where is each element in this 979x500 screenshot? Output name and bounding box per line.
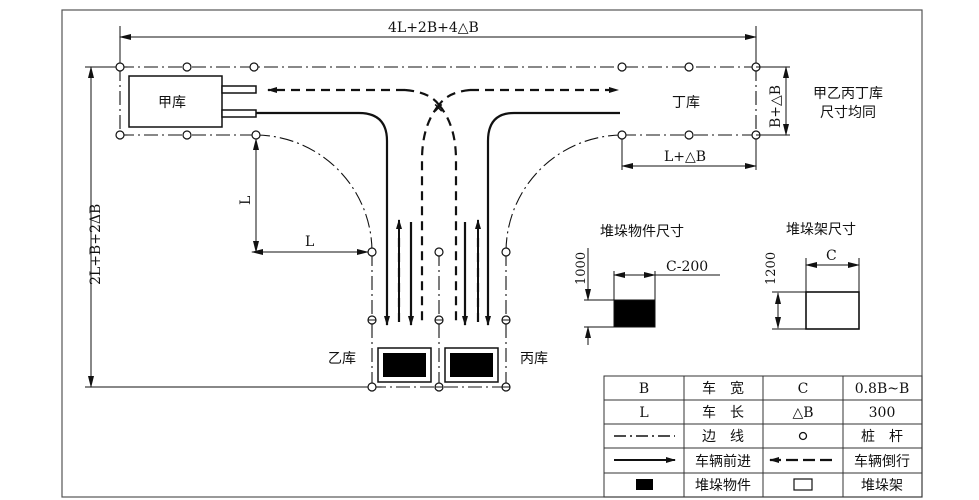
reverse-paths [267, 87, 619, 322]
overall-width-label: 4L+2B+4△B [388, 20, 479, 36]
legend-r2-meaning: 车 长 [702, 404, 744, 421]
curve-horizontal-label: L [305, 234, 314, 250]
overall-height-dimension [85, 66, 372, 388]
bay-depth-label: B+△B [768, 85, 784, 128]
legend-r1-meaning: 车 宽 [702, 380, 744, 397]
overall-width-dimension [119, 26, 757, 68]
legend-r2-symbol: L [639, 405, 648, 421]
overall-height-label: 2L+B+2ΔB [88, 204, 104, 285]
detail-item-width: C-200 [666, 259, 708, 275]
path-crossing-mark: × [433, 101, 444, 116]
garage-yi-label: 乙库 [328, 351, 356, 367]
legend-r4-meaning: 车辆前进 [695, 453, 751, 470]
forward-paths [256, 111, 620, 326]
legend-r1-symbol: B [639, 381, 649, 397]
post-crosshairs [368, 319, 510, 388]
legend-r3-value: 桩 杆 [861, 428, 903, 445]
legend-r5-value: 堆垛架 [861, 478, 903, 494]
hollow-rect-icon [793, 478, 813, 491]
filled-rect-icon [636, 479, 653, 490]
garage-jia-label: 甲库 [158, 95, 186, 111]
curve-dimensions [251, 138, 369, 255]
post-circle-icon [798, 431, 808, 441]
note-line-1: 甲乙丙丁库 [813, 86, 883, 102]
legend-r1-value: 0.8B~B [855, 381, 910, 397]
garage-yi-rack [377, 347, 432, 383]
detail-item-height: 1000 [574, 252, 589, 285]
detail-item-title: 堆垛物件尺寸 [600, 224, 684, 240]
garage-bing-label: 丙库 [520, 351, 548, 367]
garage-jia [128, 75, 257, 128]
legend-r4-value: 车辆倒行 [854, 453, 910, 470]
curve-vertical-label: L [238, 196, 254, 205]
legend-r3-meaning: 边 线 [702, 429, 744, 445]
legend-table [603, 375, 923, 498]
bay-length-label: L+△B [664, 149, 706, 165]
detail-rack-title: 堆垛架尺寸 [786, 222, 856, 238]
detail-rack-height: 1200 [764, 252, 779, 285]
note-line-2: 尺寸均同 [820, 105, 876, 121]
bay-dimensions [621, 66, 790, 170]
legend-r2-symbol2: △B [792, 405, 813, 421]
legend-r5-meaning: 堆垛物件 [695, 478, 751, 494]
legend-r1-symbol2: C [798, 381, 809, 397]
detail-rack-drawing [772, 258, 860, 330]
detail-rack-width: C [826, 248, 837, 264]
garage-bing-rack [444, 347, 499, 383]
garage-ding-label: 丁库 [672, 95, 700, 111]
drawing-frame [61, 9, 923, 498]
detail-item-drawing [584, 248, 720, 345]
legend-r2-value: 300 [869, 405, 896, 421]
